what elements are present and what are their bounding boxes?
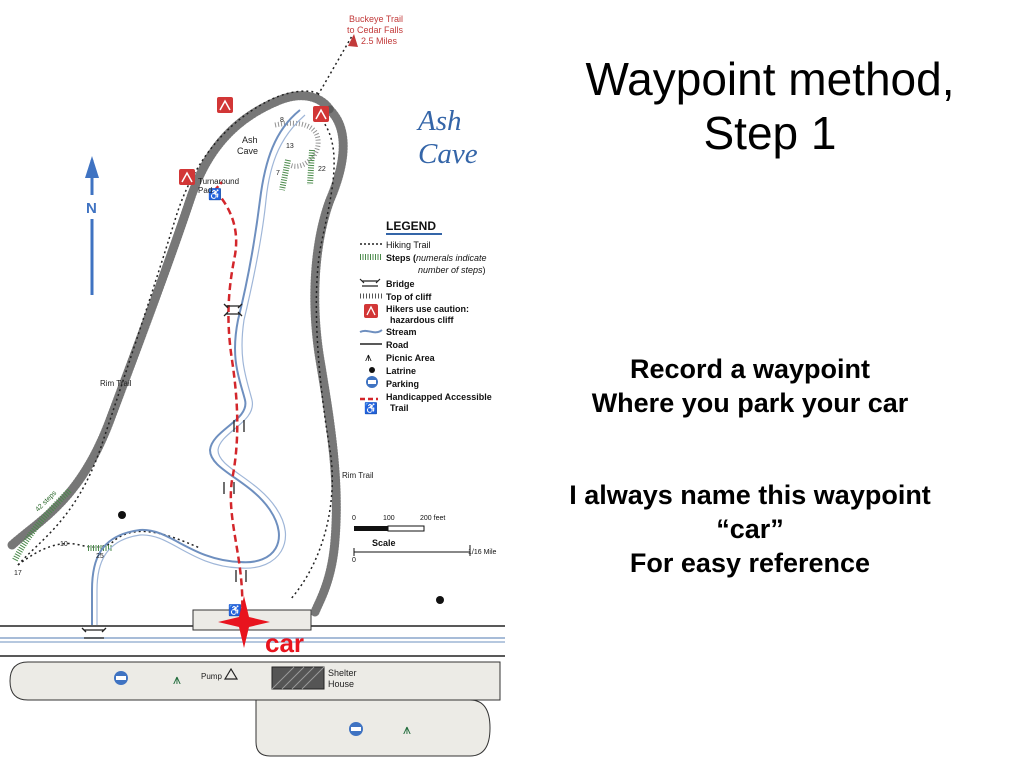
step-count: 7 bbox=[276, 170, 280, 177]
north-arrow-icon bbox=[85, 156, 99, 295]
cave-title: Cave bbox=[418, 138, 478, 170]
slide-title: Waypoint method, Step 1 bbox=[520, 52, 1020, 160]
cliff-rim-east bbox=[310, 105, 348, 617]
legend-item: Picnic Area bbox=[386, 353, 436, 363]
steps-22 bbox=[307, 149, 315, 186]
buckeye-arrow-icon bbox=[348, 34, 358, 47]
parking-icon bbox=[114, 671, 128, 685]
legend-item: Trail bbox=[390, 403, 409, 413]
picnic-icon: ⩚ bbox=[173, 671, 181, 687]
instruction-text: Record a waypoint Where you park your ca… bbox=[505, 352, 995, 420]
turnaround-label: Pad bbox=[198, 186, 212, 195]
legend: LEGEND Hiking Trail Steps (numerals indi… bbox=[359, 219, 492, 415]
step-count: 22 bbox=[318, 166, 326, 173]
naming-line: For easy reference bbox=[629, 548, 871, 578]
bridge-icon bbox=[235, 570, 247, 582]
step-count: 8 bbox=[280, 117, 284, 124]
pump-icon bbox=[223, 667, 239, 680]
svg-text:♿: ♿ bbox=[364, 402, 378, 415]
legend-item: Stream bbox=[386, 327, 417, 337]
ash-cave-label: Ash bbox=[242, 135, 258, 145]
picnic-icon: ⩚ bbox=[365, 350, 372, 364]
step-count: 17 bbox=[14, 570, 22, 577]
stream-parallel bbox=[96, 114, 306, 625]
buckeye-trail bbox=[317, 35, 353, 96]
legend-item: hazardous cliff bbox=[390, 315, 455, 325]
legend-item: Hiking Trail bbox=[386, 240, 431, 250]
car-waypoint-label: car bbox=[265, 628, 304, 658]
hazard-icon bbox=[179, 169, 195, 185]
cave-title: Ash bbox=[416, 105, 462, 137]
accessible-icon: ♿ bbox=[228, 604, 242, 617]
scale-tick: 0 bbox=[352, 557, 356, 564]
hazard-icon bbox=[313, 106, 329, 122]
scale-label: Scale bbox=[372, 538, 396, 548]
ash-cave-label: Cave bbox=[237, 146, 258, 156]
naming-text: I always name this waypoint “car” For ea… bbox=[505, 478, 995, 580]
instruction-line: Record a waypoint bbox=[629, 354, 871, 384]
scale-tick: 0 bbox=[352, 515, 356, 522]
legend-item: Bridge bbox=[386, 279, 415, 289]
bridge-icon bbox=[223, 303, 243, 317]
instruction-line: Where you park your car bbox=[591, 388, 909, 418]
legend-item: Parking bbox=[386, 379, 419, 389]
step-count: 25 bbox=[96, 553, 104, 560]
slide-title-line: Waypoint method, bbox=[585, 53, 955, 105]
rim-trail-label: Rim Trail bbox=[342, 471, 374, 480]
step-count: 13 bbox=[286, 143, 294, 150]
steps-7 bbox=[279, 159, 291, 191]
latrine-icon bbox=[118, 511, 126, 519]
bridge-icon bbox=[81, 627, 107, 639]
bridge-icon bbox=[233, 420, 245, 432]
cave-cliff-inner bbox=[274, 120, 321, 169]
shelter-label: House bbox=[328, 679, 354, 689]
rim-trail-west bbox=[17, 90, 321, 566]
picnic-parking-lot bbox=[9, 661, 501, 701]
bridge-icon bbox=[223, 482, 235, 494]
trail-map: ♿ ♿ N Ash Cave Buckeye Trail to Cedar Fa… bbox=[0, 14, 505, 757]
pump-label: Pump bbox=[201, 672, 222, 681]
picnic-icon: ⩚ bbox=[403, 721, 411, 737]
legend-item: Handicapped Accessible bbox=[386, 392, 492, 402]
steps-42 bbox=[12, 487, 73, 562]
lower-parking-lot bbox=[255, 699, 491, 757]
turnaround-label: Turnaround bbox=[198, 177, 239, 186]
slide-title-line: Step 1 bbox=[703, 107, 837, 159]
accessible-trail bbox=[214, 189, 244, 616]
scale-bar: 0 100 200 feet Scale 0 1/16 Mile bbox=[352, 515, 497, 564]
legend-item: number of steps) bbox=[418, 265, 486, 275]
legend-item: Road bbox=[386, 340, 409, 350]
legend-item: Hikers use caution: bbox=[386, 304, 469, 314]
naming-line: “car” bbox=[716, 514, 784, 544]
accessible-trail-branch bbox=[214, 181, 223, 191]
car-waypoint-marker-icon bbox=[218, 596, 270, 648]
legend-item: Steps (numerals indicate bbox=[386, 253, 487, 263]
buckeye-trail-note: 2.5 Miles bbox=[361, 36, 398, 46]
scale-tick: 200 feet bbox=[420, 515, 445, 522]
hazard-icon bbox=[217, 97, 233, 113]
legend-item: Latrine bbox=[386, 366, 416, 376]
legend-item: Top of cliff bbox=[386, 292, 432, 302]
scale-tick: 100 bbox=[383, 515, 395, 522]
rim-trail-east bbox=[289, 119, 335, 601]
parking-icon bbox=[349, 722, 363, 736]
rim-trail-label: Rim Trail bbox=[100, 379, 132, 388]
buckeye-trail-note: to Cedar Falls bbox=[347, 25, 404, 35]
latrine-icon bbox=[436, 596, 444, 604]
cliff-rim-west bbox=[7, 91, 335, 550]
shelter-house bbox=[271, 666, 325, 690]
north-label: N bbox=[86, 200, 97, 217]
accessible-icon: ♿ bbox=[208, 188, 222, 201]
legend-title: LEGEND bbox=[386, 219, 436, 233]
stream bbox=[91, 109, 301, 625]
step-count: 10 bbox=[60, 541, 68, 548]
buckeye-trail-note: Buckeye Trail bbox=[349, 14, 403, 24]
shelter-label: Shelter bbox=[328, 668, 357, 678]
scale-tick: 1/16 Mile bbox=[468, 549, 497, 556]
naming-line: I always name this waypoint bbox=[569, 480, 931, 510]
